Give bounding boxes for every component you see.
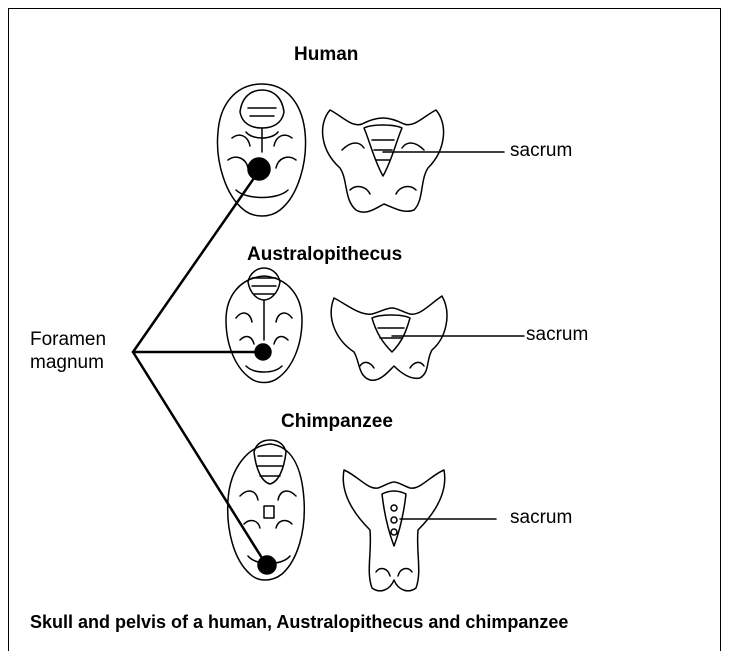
foramen-magnum-pointers: [133, 171, 267, 566]
label-sacrum-australopithecus: sacrum: [526, 324, 588, 346]
heading-chimpanzee: Chimpanzee: [281, 411, 393, 433]
pointer-to-chimpanzee-foramen: [133, 352, 267, 566]
human-skull: [218, 84, 306, 216]
human-foramen-magnum: [248, 158, 270, 180]
label-sacrum-human: sacrum: [510, 140, 572, 162]
australopithecus-pelvis: [331, 296, 447, 380]
heading-australopithecus: Australopithecus: [247, 244, 402, 266]
label-sacrum-chimpanzee: sacrum: [510, 507, 572, 529]
label-foramen-magnum-line1: Foramen: [30, 329, 106, 351]
human-pelvis: [323, 110, 444, 212]
figure-caption: Skull and pelvis of a human, Australopit…: [30, 612, 568, 633]
australopithecus-skull: [226, 268, 302, 383]
chimpanzee-pelvis: [343, 470, 445, 591]
pointer-to-human-foramen: [133, 171, 259, 352]
label-foramen-magnum-line2: magnum: [30, 352, 104, 374]
heading-human: Human: [294, 44, 358, 66]
